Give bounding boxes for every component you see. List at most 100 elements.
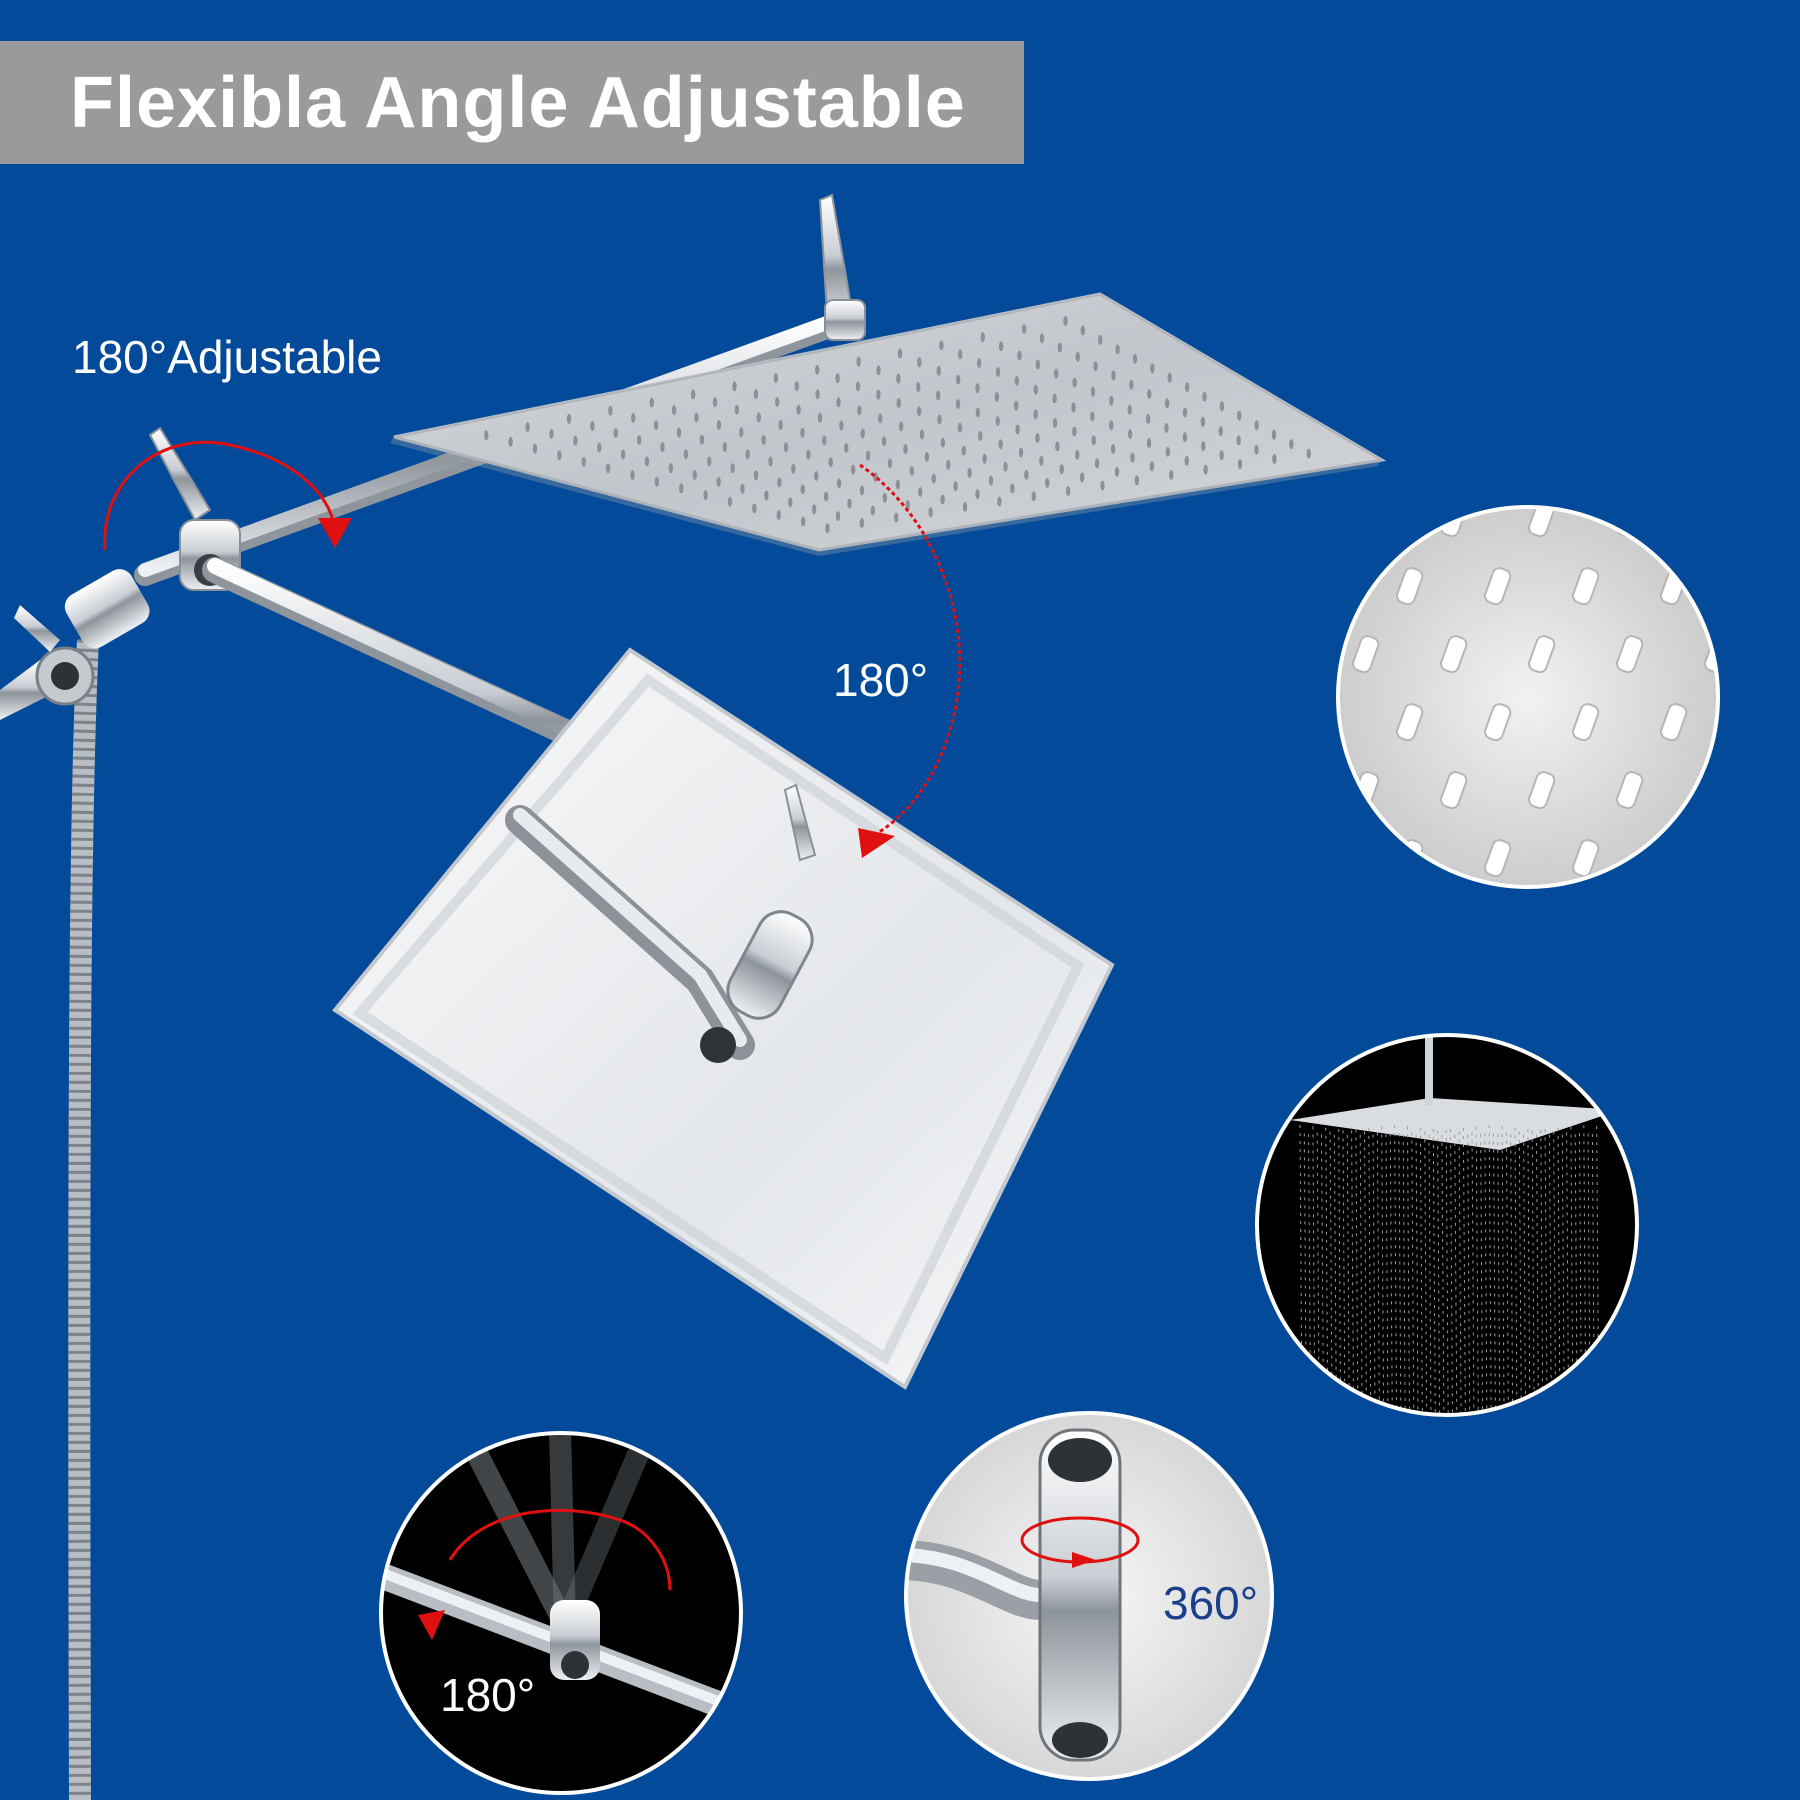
water-stream: [1381, 1126, 1385, 1415]
nozzle: [1236, 435, 1241, 446]
nozzle: [1146, 438, 1152, 448]
nozzle: [1111, 370, 1116, 381]
nozzle: [994, 391, 1000, 402]
nozzle: [896, 397, 901, 408]
nozzle-closeup: [1440, 635, 1468, 674]
nozzle: [694, 412, 699, 423]
nozzle: [620, 449, 626, 460]
nozzle: [605, 463, 611, 474]
nozzle: [1115, 344, 1120, 355]
raised-head-nozzles: [484, 315, 1311, 534]
nozzle: [817, 412, 823, 423]
nozzle-closeup: [1484, 703, 1512, 742]
nozzle: [1164, 398, 1170, 409]
nozzle: [508, 436, 513, 447]
nozzle: [692, 470, 697, 480]
head-rotation-label: 180°: [833, 654, 929, 706]
nozzle: [764, 490, 769, 501]
nozzle: [716, 476, 721, 487]
arm-adjustable-label: 180°Adjustable: [72, 331, 382, 383]
nozzle: [1065, 485, 1071, 496]
nozzle: [1184, 455, 1189, 466]
nozzle-closeup: [1440, 771, 1468, 810]
inset-joint-rotation-label: 180°: [440, 1669, 536, 1721]
nozzle: [1052, 417, 1058, 428]
banner-title: Flexibla Angle Adjustable: [70, 62, 966, 143]
nozzle: [608, 405, 613, 416]
water-stream: [1445, 1130, 1449, 1415]
nozzle: [998, 341, 1004, 352]
nozzle: [997, 496, 1002, 507]
nozzle: [878, 413, 883, 424]
nozzle-closeup: [1704, 507, 1718, 538]
nozzle: [679, 483, 684, 494]
nozzle: [1114, 466, 1120, 477]
nozzle: [1218, 426, 1223, 437]
nozzle: [1039, 455, 1044, 466]
nozzle-closeup: [1572, 839, 1600, 878]
nozzle: [800, 484, 805, 495]
rain-shower-head-raised: [390, 292, 1387, 556]
nozzle-closeup: [1352, 635, 1380, 674]
nozzle-closeup: [1704, 771, 1718, 810]
nozzle: [928, 507, 933, 518]
water-stream: [1407, 1126, 1410, 1415]
nozzle: [975, 407, 981, 418]
nozzle: [800, 516, 806, 527]
nozzle-closeup: [1352, 507, 1380, 538]
water-stream: [1531, 1130, 1535, 1415]
nozzle: [814, 471, 819, 481]
nozzle: [937, 414, 942, 425]
nozzle: [811, 504, 817, 515]
nozzle: [1145, 413, 1151, 424]
nozzle: [896, 373, 901, 384]
nozzle-closeup: [1791, 634, 1800, 674]
nozzle: [739, 427, 744, 438]
nozzle: [1202, 391, 1207, 402]
water-stream: [1342, 1130, 1346, 1415]
nozzle: [1134, 475, 1140, 486]
nozzle: [975, 488, 980, 499]
nozzle: [881, 436, 887, 447]
nozzle: [761, 434, 766, 445]
nozzle: [946, 459, 951, 470]
shower-hose: [68, 639, 99, 1800]
nozzle: [683, 449, 689, 460]
nozzle: [1033, 384, 1038, 395]
nozzle: [1039, 333, 1045, 344]
nozzle: [1093, 361, 1098, 372]
water-stream: [1450, 1129, 1453, 1415]
nozzle: [995, 367, 1001, 377]
nozzle: [753, 389, 759, 400]
nozzle: [1072, 377, 1077, 388]
nozzle: [919, 429, 925, 440]
nozzle: [1200, 416, 1206, 427]
nozzle: [940, 437, 946, 448]
water-stream: [1394, 1125, 1398, 1415]
nozzle: [649, 397, 654, 408]
nozzle: [532, 443, 538, 454]
nozzle: [777, 477, 782, 488]
nozzle: [753, 470, 759, 481]
nozzle: [844, 443, 849, 453]
nozzle: [918, 487, 923, 498]
inset-nozzle-closeup: [1336, 505, 1800, 889]
nozzle: [644, 456, 650, 467]
nozzle: [745, 449, 750, 460]
nozzle: [1063, 315, 1068, 326]
water-stream: [1338, 1129, 1342, 1415]
nozzle: [1035, 359, 1041, 370]
nozzle: [876, 365, 881, 376]
water-stream: [1553, 1131, 1557, 1415]
nozzle: [1219, 401, 1225, 412]
nozzle: [1201, 441, 1206, 452]
nozzle: [1014, 375, 1020, 386]
nozzle: [654, 476, 660, 487]
nozzle: [835, 511, 841, 522]
water-stream: [1544, 1129, 1548, 1415]
nozzle: [756, 412, 761, 423]
nozzle: [835, 373, 840, 384]
nozzle: [1010, 483, 1015, 494]
nozzle: [895, 479, 901, 490]
nozzle-closeup: [1747, 838, 1776, 878]
